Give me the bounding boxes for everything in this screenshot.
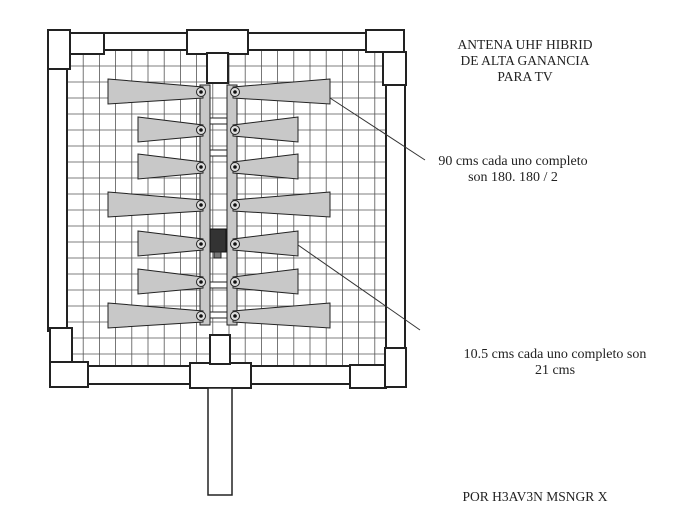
screw-center bbox=[233, 203, 237, 207]
frame-block bbox=[384, 347, 407, 388]
mast bbox=[207, 387, 233, 496]
annotation-short-line-2: 21 cms bbox=[534, 363, 576, 378]
credit: POR H3AV3N MSNGR X bbox=[462, 489, 608, 504]
frame-block bbox=[186, 29, 249, 55]
screw-center bbox=[233, 314, 237, 318]
dipole-element-left bbox=[107, 191, 204, 218]
screw-center bbox=[199, 90, 203, 94]
frame-block bbox=[49, 361, 89, 388]
spacer bbox=[209, 281, 228, 289]
diagram-title: ANTENA UHF HIBRID DE ALTA GANANCIA PARA … bbox=[420, 37, 630, 85]
screw-center bbox=[199, 203, 203, 207]
dipole-element-right bbox=[232, 78, 331, 105]
screw-center bbox=[199, 128, 203, 132]
screw-center bbox=[233, 90, 237, 94]
spacer bbox=[209, 149, 228, 157]
dipole-element-right bbox=[232, 302, 331, 329]
annotation-short-line-1: 10.5 cms cada uno completo son bbox=[463, 347, 647, 362]
annotation-long-elements: 90 cms cada uno completo son 180. 180 / … bbox=[413, 154, 613, 186]
dipole-element-left bbox=[107, 78, 204, 105]
frame-block bbox=[365, 29, 405, 53]
dipole-element-right bbox=[232, 191, 331, 218]
dipole-elements bbox=[107, 78, 331, 329]
annotation-long-line-1: 90 cms cada uno completo bbox=[438, 154, 588, 169]
frame-block bbox=[349, 364, 387, 389]
frame-block bbox=[382, 51, 407, 86]
callout-line-long bbox=[329, 97, 426, 161]
title-line-3: PARA TV bbox=[497, 69, 553, 84]
dipole-element-left bbox=[137, 116, 204, 143]
frame-block bbox=[69, 32, 105, 55]
dipole-element-left bbox=[137, 268, 204, 295]
screw-center bbox=[233, 280, 237, 284]
dipole-element-right bbox=[232, 153, 299, 180]
frame-block bbox=[385, 84, 406, 351]
frame-block bbox=[49, 327, 73, 366]
spacer bbox=[209, 311, 228, 319]
spacer bbox=[209, 117, 228, 125]
frame-block bbox=[206, 52, 229, 84]
dipole-element-right bbox=[232, 116, 299, 143]
dipole-element-right bbox=[232, 230, 299, 257]
frame-block bbox=[209, 334, 231, 365]
annotation-long-line-2: son 180. 180 / 2 bbox=[468, 170, 558, 185]
balun-connector bbox=[213, 251, 222, 259]
dipole-element-left bbox=[137, 230, 204, 257]
dipole-element-left bbox=[137, 153, 204, 180]
annotation-short-elements: 10.5 cms cada uno completo son 21 cms bbox=[430, 347, 680, 379]
callout-line-short bbox=[297, 244, 421, 331]
balun bbox=[209, 228, 227, 253]
screw-center bbox=[233, 128, 237, 132]
frame-block bbox=[189, 362, 252, 389]
dipole-element-left bbox=[107, 302, 204, 329]
title-line-2: DE ALTA GANANCIA bbox=[460, 53, 590, 68]
screw-center bbox=[199, 242, 203, 246]
frame-block bbox=[47, 68, 68, 332]
screw-center bbox=[199, 314, 203, 318]
frame-block bbox=[47, 29, 71, 70]
screw-center bbox=[233, 165, 237, 169]
dipole-element-right bbox=[232, 268, 299, 295]
reflector-frame bbox=[47, 29, 407, 389]
screw-center bbox=[199, 280, 203, 284]
title-line-1: ANTENA UHF HIBRID bbox=[457, 37, 593, 52]
screw-center bbox=[233, 242, 237, 246]
screw-center bbox=[199, 165, 203, 169]
